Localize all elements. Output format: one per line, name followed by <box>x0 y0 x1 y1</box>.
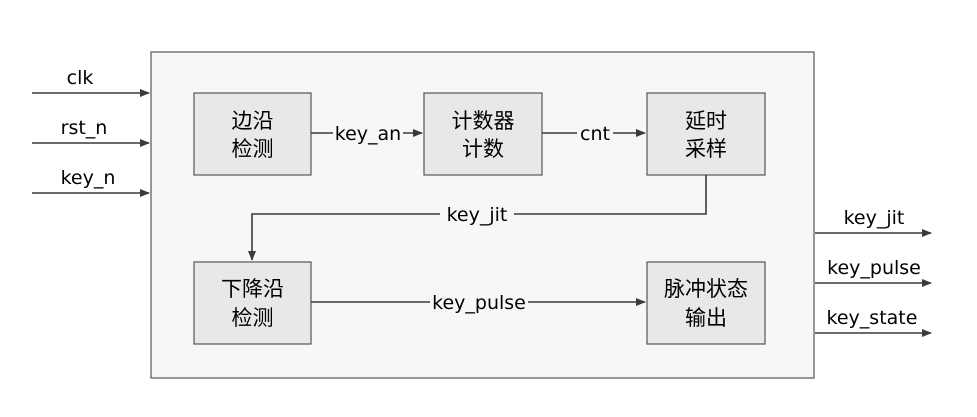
delay-sample-line2: 采样 <box>685 137 727 161</box>
key-pulse-label-bg <box>430 291 528 313</box>
cnt-label-bg <box>577 122 613 144</box>
clk-label: clk <box>67 67 94 89</box>
edge-detect-line1: 边沿 <box>232 109 274 133</box>
delay-sample-line1: 延时 <box>685 109 727 133</box>
pulse-output-block <box>646 261 766 345</box>
counter-line2: 计数 <box>462 137 504 161</box>
falling-edge-line2: 检测 <box>232 306 274 330</box>
key-an-label-bg <box>333 122 403 144</box>
edge-detect-line2: 检测 <box>232 137 274 161</box>
key-pulse-output-label: key_pulse <box>827 257 921 279</box>
falling-edge-block <box>193 261 312 345</box>
pulse-output-line2: 输出 <box>685 306 727 330</box>
falling-edge-line1: 下降沿 <box>221 277 284 301</box>
key-jit-output-label: key_jit <box>844 207 905 229</box>
key-pulse-internal-label: key_pulse <box>432 292 526 314</box>
delay-sample-block <box>646 92 766 176</box>
key-jit-label-bg <box>440 203 514 225</box>
key-n-label: key_n <box>61 167 116 189</box>
pulse-output-line1: 脉冲状态 <box>664 277 748 301</box>
counter-line1: 计数器 <box>452 109 515 133</box>
cnt-label: cnt <box>580 123 610 145</box>
key-state-output-label: key_state <box>827 307 918 329</box>
key-an-label: key_an <box>335 123 401 145</box>
rst-n-label: rst_n <box>61 117 108 139</box>
counter-block <box>423 92 543 176</box>
edge-detect-block <box>193 92 312 176</box>
key-jit-internal-label: key_jit <box>447 204 508 226</box>
